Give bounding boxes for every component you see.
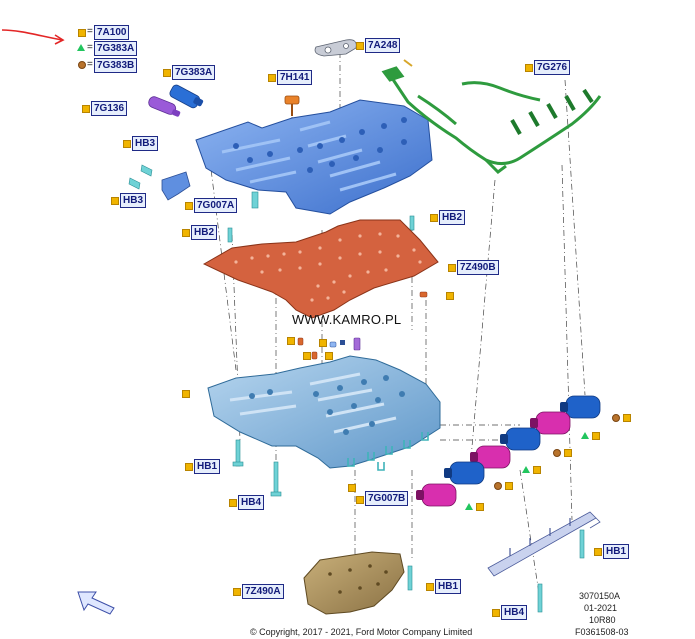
- legend-circle-icon: [78, 61, 86, 69]
- square-marker-icon: [592, 432, 600, 440]
- copyright: © Copyright, 2017 - 2021, Ford Motor Com…: [250, 627, 473, 637]
- square-marker-icon: [430, 214, 438, 222]
- callout-7G136: 7G136: [91, 101, 128, 116]
- legend-code: 7G383B: [94, 58, 138, 73]
- square-marker-icon: [163, 69, 171, 77]
- callout-7G007B: 7G007B: [365, 491, 409, 506]
- circle-marker-icon: [612, 414, 620, 422]
- square-marker-icon: [287, 337, 295, 345]
- watermark: WWW.KAMRO.PL: [292, 312, 402, 327]
- callout-HB2: HB2: [439, 210, 466, 225]
- hb2-bolts: [227, 215, 415, 243]
- legend-equals: =: [87, 42, 93, 53]
- square-marker-icon: [182, 229, 190, 237]
- square-marker-icon: [325, 352, 333, 360]
- hb3-bolts: [128, 164, 191, 201]
- square-marker-icon: [594, 548, 602, 556]
- doc-model: 10R80: [589, 615, 616, 625]
- legend-code: 7A100: [94, 25, 130, 40]
- legend-code: 7G383A: [94, 41, 138, 56]
- square-marker-icon: [233, 588, 241, 596]
- triangle-marker-icon: [465, 503, 473, 510]
- square-marker-icon: [123, 140, 131, 148]
- oil-filter: [303, 551, 405, 615]
- doc-figure-id: F0361508-03: [575, 627, 629, 637]
- square-marker-icon: [185, 202, 193, 210]
- callout-7A248: 7A248: [365, 38, 401, 53]
- solenoid-magenta: [416, 483, 457, 507]
- doc-date: 01-2021: [584, 603, 618, 613]
- separator-plate: [202, 219, 439, 319]
- doc-code: 3070150A: [579, 591, 621, 601]
- pressure-sensor: [148, 96, 181, 117]
- retainer-bracket: [487, 511, 601, 577]
- callout-7G383A: 7G383A: [172, 65, 216, 80]
- callout-7Z490B: 7Z490B: [457, 260, 499, 275]
- solenoid-blue: [444, 461, 485, 485]
- solenoid-pack: [416, 395, 601, 507]
- solenoid-magenta: [530, 411, 571, 435]
- callout-HB1: HB1: [603, 544, 630, 559]
- square-marker-icon: [82, 105, 90, 113]
- square-marker-icon: [348, 484, 356, 492]
- callout-HB4: HB4: [501, 605, 528, 620]
- square-marker-icon: [356, 42, 364, 50]
- wiring-harness: [381, 59, 602, 174]
- square-marker-icon: [356, 496, 364, 504]
- legend-equals: =: [87, 59, 93, 70]
- circle-marker-icon: [494, 482, 502, 490]
- callout-HB1: HB1: [194, 459, 221, 474]
- nav-arrow-icon: [77, 591, 115, 615]
- legend-triangle-icon: [77, 44, 85, 51]
- square-marker-icon: [476, 503, 484, 511]
- square-marker-icon: [229, 499, 237, 507]
- square-marker-icon: [564, 449, 572, 457]
- square-marker-icon: [446, 292, 454, 300]
- callout-HB2: HB2: [191, 225, 218, 240]
- square-marker-icon: [492, 609, 500, 617]
- callout-HB4: HB4: [238, 495, 265, 510]
- lower-valve-body: [207, 355, 441, 471]
- square-marker-icon: [525, 64, 533, 72]
- red-arrow-icon: [1, 29, 65, 45]
- small-orifice-parts: [297, 291, 428, 360]
- square-marker-icon: [505, 482, 513, 490]
- legend-equals: =: [87, 26, 93, 37]
- upper-valve-body: [195, 99, 433, 215]
- circle-marker-icon: [553, 449, 561, 457]
- callout-7H141: 7H141: [277, 70, 313, 85]
- square-marker-icon: [111, 197, 119, 205]
- solenoid-blue: [560, 395, 601, 419]
- solenoid-blue: [500, 427, 541, 451]
- solenoid-magenta: [470, 445, 511, 469]
- square-marker-icon: [319, 339, 327, 347]
- square-marker-icon: [533, 466, 541, 474]
- square-marker-icon: [303, 352, 311, 360]
- valve-body-bracket: [314, 39, 357, 57]
- legend-square-icon: [78, 29, 86, 37]
- triangle-marker-icon: [581, 432, 589, 439]
- square-marker-icon: [426, 583, 434, 591]
- temperature-sensor: [284, 95, 300, 116]
- square-marker-icon: [623, 414, 631, 422]
- square-marker-icon: [268, 74, 276, 82]
- callout-HB3: HB3: [120, 193, 147, 208]
- long-bolts: [232, 439, 585, 613]
- callout-HB3: HB3: [132, 136, 159, 151]
- triangle-marker-icon: [522, 466, 530, 473]
- callout-HB1: HB1: [435, 579, 462, 594]
- square-marker-icon: [182, 390, 190, 398]
- square-marker-icon: [448, 264, 456, 272]
- callout-7G276: 7G276: [534, 60, 571, 75]
- speed-sensor: [169, 84, 204, 109]
- callout-7Z490A: 7Z490A: [242, 584, 284, 599]
- callout-7G007A: 7G007A: [194, 198, 238, 213]
- square-marker-icon: [185, 463, 193, 471]
